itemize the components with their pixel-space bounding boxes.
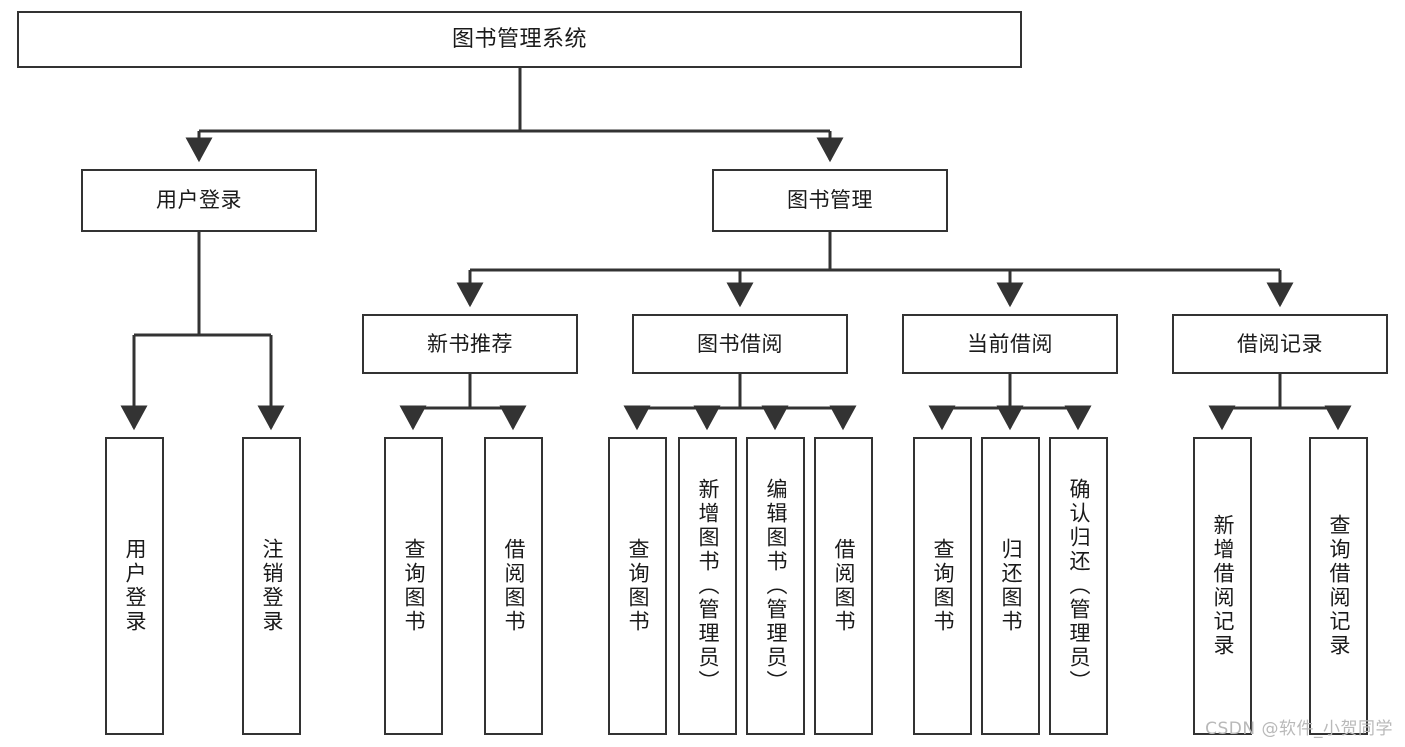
- node-root-book-management-system[interactable]: 图书管理系统: [17, 11, 1022, 68]
- leaf-confirm-return-admin[interactable]: 确认归还（管理员）: [1049, 437, 1108, 735]
- node-label: 图书管理: [787, 188, 873, 213]
- node-label: 用户登录: [123, 538, 147, 634]
- watermark: CSDN @软件_小贺同学: [1205, 719, 1393, 739]
- node-user-login[interactable]: 用户登录: [81, 169, 317, 232]
- node-label: 当前借阅: [967, 331, 1053, 356]
- node-label: 查询借阅记录: [1327, 514, 1351, 658]
- node-label: 图书管理系统: [451, 26, 587, 52]
- leaf-return-book[interactable]: 归还图书: [981, 437, 1040, 735]
- node-label: 新增借阅记录: [1211, 514, 1235, 658]
- node-book-borrow[interactable]: 图书借阅: [632, 314, 848, 374]
- leaf-edit-book-admin[interactable]: 编辑图书（管理员）: [746, 437, 805, 735]
- node-new-book-recommend[interactable]: 新书推荐: [362, 314, 578, 374]
- leaf-logout-login[interactable]: 注销登录: [242, 437, 301, 735]
- leaf-query-book-borrow[interactable]: 查询图书: [608, 437, 667, 735]
- node-book-management[interactable]: 图书管理: [712, 169, 948, 232]
- leaf-borrow-book-borrow[interactable]: 借阅图书: [814, 437, 873, 735]
- node-borrow-record[interactable]: 借阅记录: [1172, 314, 1388, 374]
- node-label: 编辑图书（管理员）: [764, 478, 788, 694]
- node-label: 查询图书: [931, 538, 955, 634]
- node-label: 确认归还（管理员）: [1067, 478, 1091, 694]
- node-current-borrow[interactable]: 当前借阅: [902, 314, 1118, 374]
- leaf-borrow-book-new-recommend[interactable]: 借阅图书: [484, 437, 543, 735]
- leaf-add-book-admin[interactable]: 新增图书（管理员）: [678, 437, 737, 735]
- leaf-user-login[interactable]: 用户登录: [105, 437, 164, 735]
- node-label: 图书借阅: [697, 331, 783, 356]
- node-label: 新增图书（管理员）: [696, 478, 720, 694]
- leaf-query-borrow-record[interactable]: 查询借阅记录: [1309, 437, 1368, 735]
- node-label: 借阅图书: [502, 538, 526, 634]
- node-label: 查询图书: [626, 538, 650, 634]
- node-label: 新书推荐: [427, 331, 513, 356]
- node-label: 查询图书: [402, 538, 426, 634]
- node-label: 借阅记录: [1237, 331, 1323, 356]
- node-label: 归还图书: [999, 538, 1023, 634]
- leaf-query-book-new-recommend[interactable]: 查询图书: [384, 437, 443, 735]
- leaf-add-borrow-record[interactable]: 新增借阅记录: [1193, 437, 1252, 735]
- node-label: 注销登录: [260, 538, 284, 634]
- leaf-query-book-current[interactable]: 查询图书: [913, 437, 972, 735]
- node-label: 借阅图书: [832, 538, 856, 634]
- node-label: 用户登录: [156, 188, 242, 213]
